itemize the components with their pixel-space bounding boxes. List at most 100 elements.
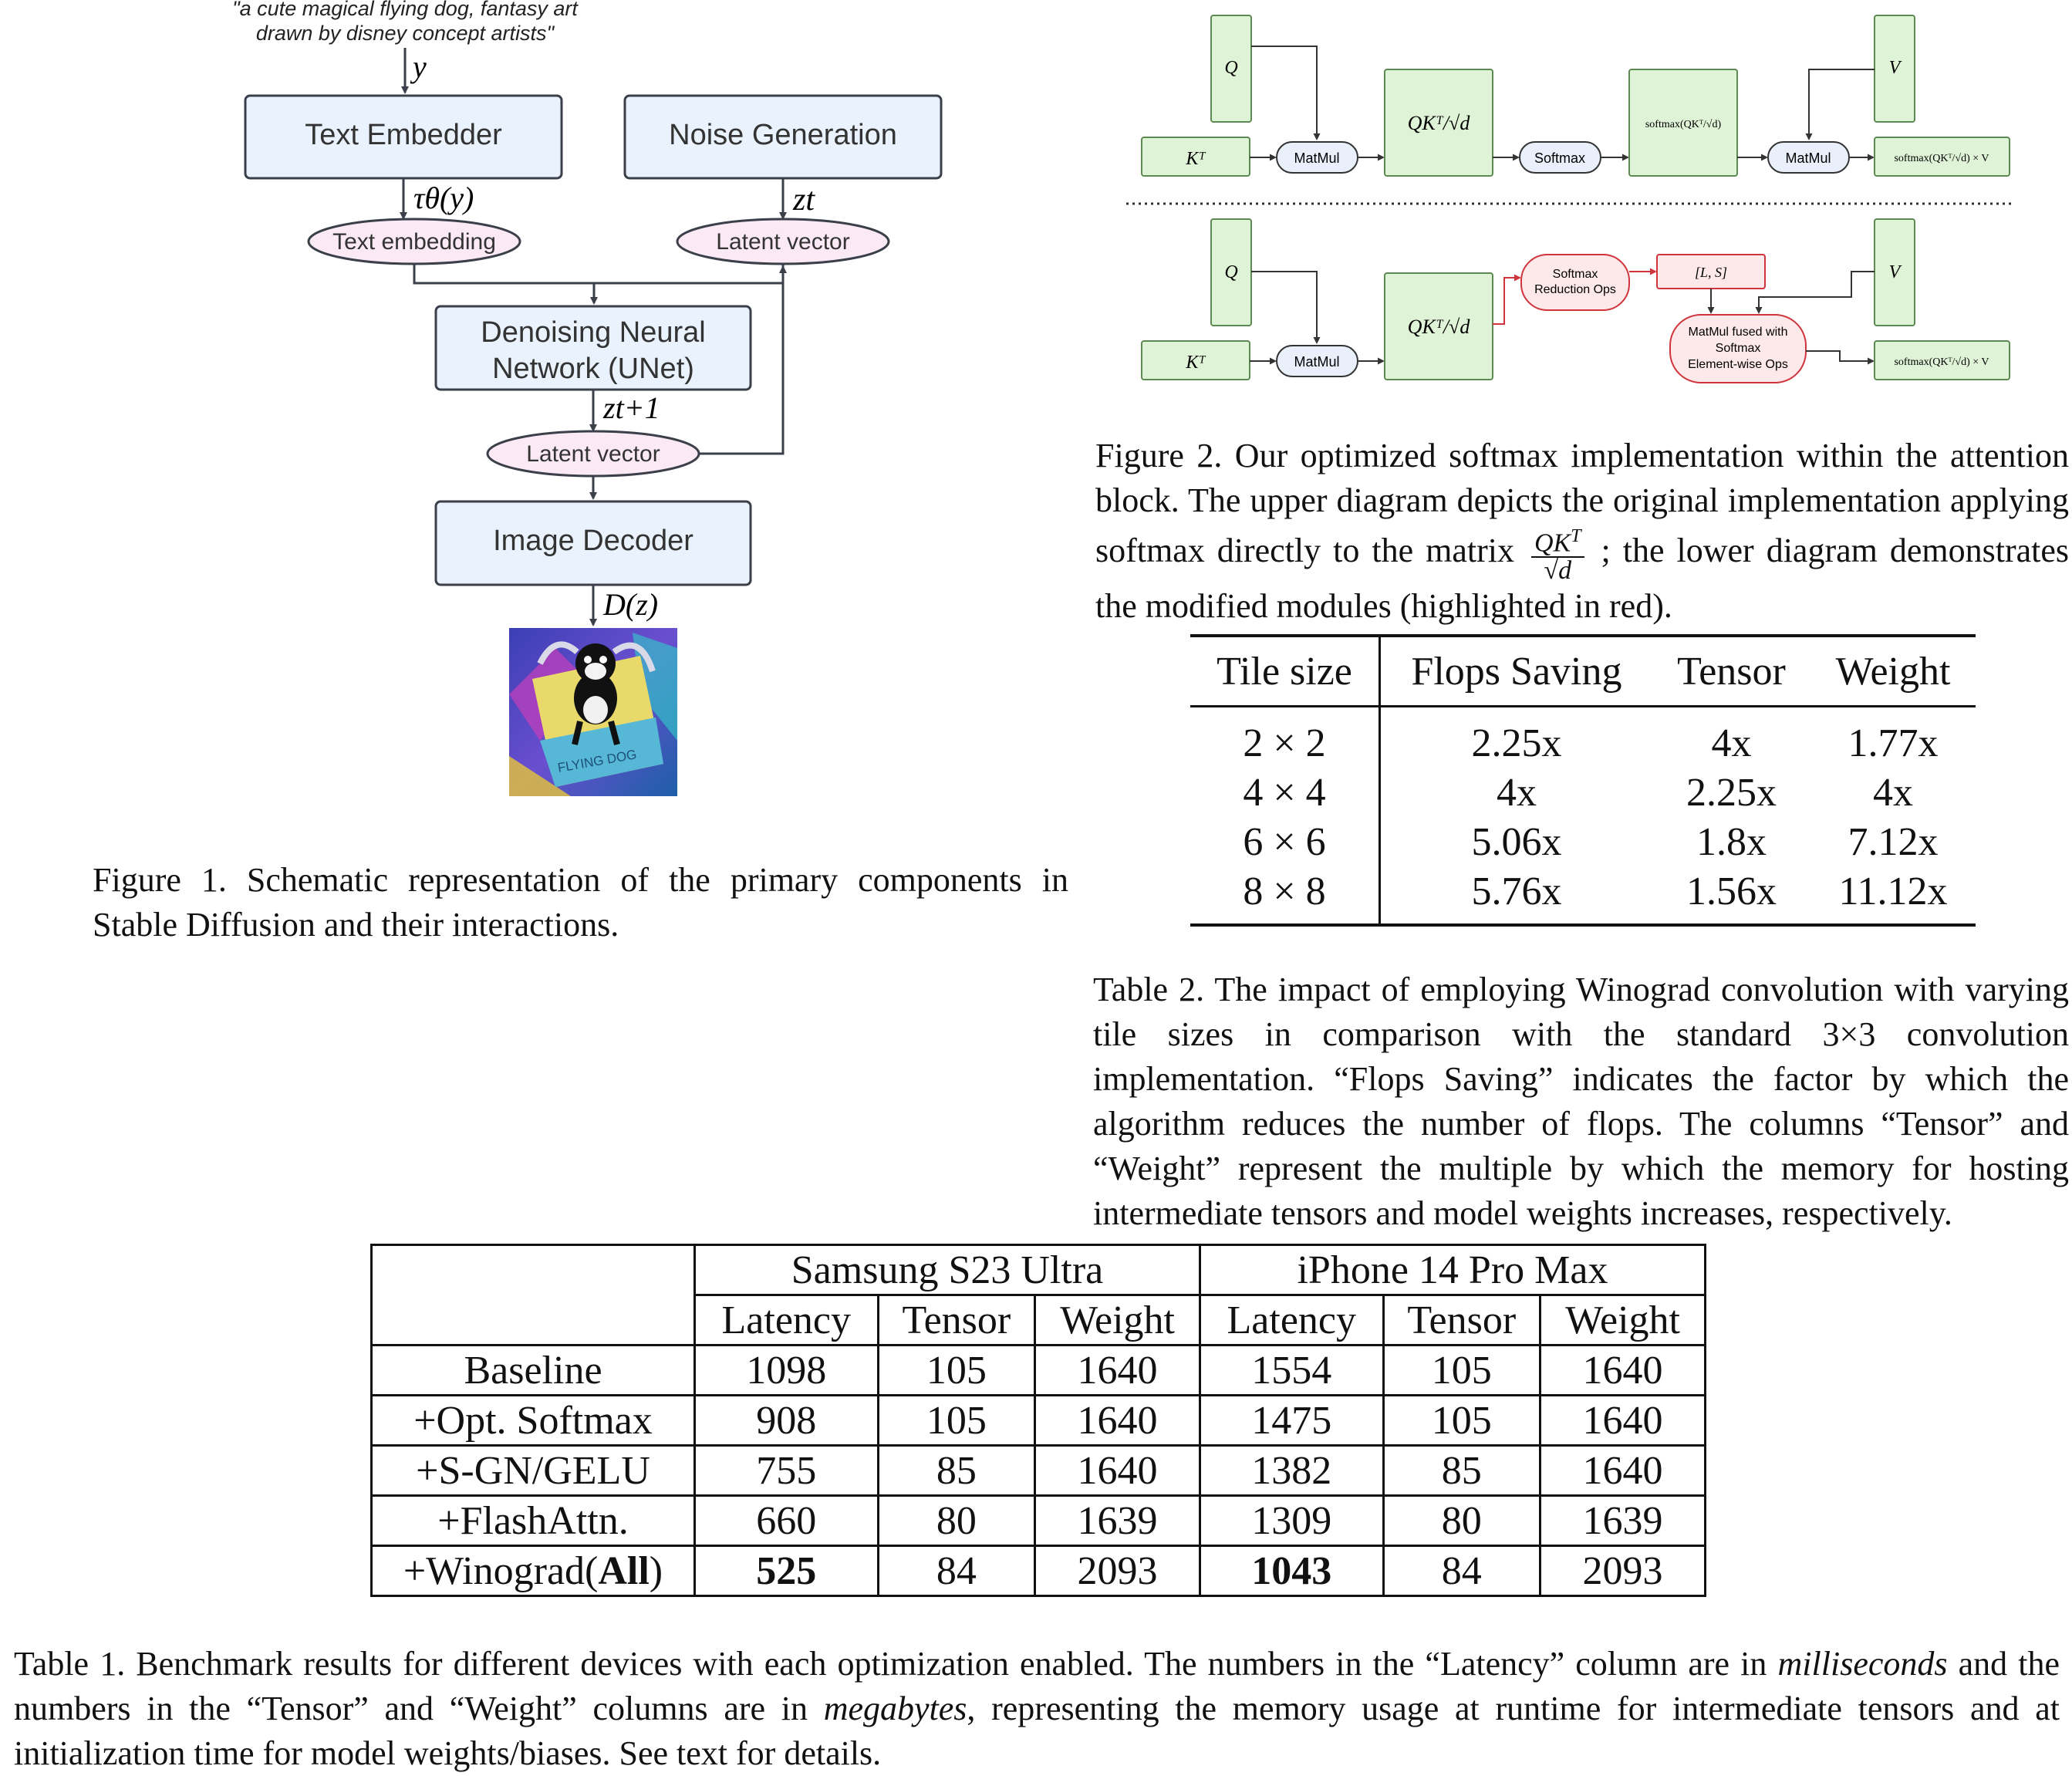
table2-cell: 5.06x — [1471, 819, 1562, 864]
figure2-caption: Figure 2. Our optimized softmax implemen… — [1095, 434, 2069, 629]
top-matmul1-label: MatMul — [1294, 150, 1339, 166]
table-row: 4 × 4 4x 2.25x 4x — [1190, 768, 1976, 817]
table1-cell: 908 — [693, 1394, 879, 1447]
figure1-diagram: "a cute magical flying dog, fantasy art … — [232, 0, 943, 796]
top-kt-label: Kᵀ — [1185, 149, 1206, 169]
table1-cell-best: 525 — [693, 1545, 879, 1597]
label-pre: +Winograd( — [403, 1548, 599, 1593]
dz-label: D(z) — [602, 587, 658, 622]
table2-caption: Table 2. The impact of employing Winogra… — [1093, 971, 2069, 1232]
table1-cell: 1639 — [1539, 1494, 1706, 1547]
table1-group-iphone: iPhone 14 Pro Max — [1198, 1244, 1707, 1296]
image-decoder-label: Image Decoder — [493, 525, 693, 557]
table1-cell: 80 — [1382, 1494, 1542, 1547]
table1-cell: 105 — [876, 1344, 1037, 1396]
bottom-output-box — [1874, 340, 2010, 380]
top-q-label: Q — [1224, 58, 1237, 78]
table1-cell: 1309 — [1198, 1494, 1385, 1547]
table2-cell: 4 × 4 — [1190, 768, 1381, 817]
zt-label: zt — [792, 182, 815, 218]
bottom-qkt-box — [1384, 272, 1493, 380]
softmax-reduction-box — [1520, 254, 1630, 311]
unet-label-line2: Network (UNet) — [492, 353, 694, 385]
top-softmax-label: Softmax — [1534, 150, 1585, 166]
table-row: 6 × 6 5.06x 1.8x 7.12x — [1190, 817, 1976, 866]
table2-cell: 1.77x — [1848, 721, 1939, 765]
table1-cell: 1382 — [1198, 1444, 1385, 1497]
table1-row-label: +Opt. Softmax — [370, 1394, 696, 1447]
top-q-box — [1210, 15, 1252, 123]
latent-vector-mid-label: Latent vector — [526, 441, 660, 467]
matmul-fused-line3: Element-wise Ops — [1688, 358, 1788, 371]
table1-cell: 105 — [876, 1394, 1037, 1447]
bottom-q-label: Q — [1224, 262, 1237, 282]
table1-sub-header: Weight — [1539, 1294, 1706, 1346]
table1-cell: 2093 — [1034, 1545, 1201, 1597]
table2-cell: 11.12x — [1838, 869, 1948, 913]
table-row: +S-GN/GELU 755 85 1640 1382 85 1640 — [370, 1444, 1706, 1497]
table2-cell: 2 × 2 — [1190, 706, 1381, 768]
table2-cell: 8 × 8 — [1190, 866, 1381, 925]
table2-cell: 4x — [1496, 770, 1537, 815]
table2-header-weight: Weight — [1835, 649, 1951, 694]
table1-sub-header: Tensor — [1382, 1294, 1542, 1346]
table1-caption-em2: megabytes — [823, 1690, 967, 1727]
text-embedding-label: Text embedding — [332, 229, 496, 255]
table1-cell: 84 — [1382, 1545, 1542, 1597]
table1-sub-header: Latency — [1198, 1294, 1385, 1346]
table1-cell: 1640 — [1539, 1444, 1706, 1497]
table1-row-label: +FlashAttn. — [370, 1494, 696, 1547]
label-post: ) — [649, 1548, 663, 1593]
table1-sub-header: Tensor — [876, 1294, 1037, 1346]
top-qkt-label: QKᵀ/√d — [1408, 112, 1471, 134]
unet-label-line1: Denoising Neural — [481, 316, 706, 349]
table2-cell: 6 × 6 — [1190, 817, 1381, 866]
table1-corner-cell — [370, 1244, 696, 1346]
tau-label: τθ(y) — [413, 181, 474, 215]
table1-cell: 1554 — [1198, 1344, 1385, 1396]
figure2-bottom-diagram: Q Kᵀ MatMul QKᵀ/√d Softmax Reduction Ops… — [1141, 218, 2010, 383]
table1-group-samsung: Samsung S23 Ultra — [693, 1244, 1201, 1296]
bottom-kt-label: Kᵀ — [1185, 353, 1206, 373]
table1-cell: 755 — [693, 1444, 879, 1497]
top-matmul2-label: MatMul — [1785, 150, 1831, 166]
table-row: Baseline 1098 105 1640 1554 105 1640 — [370, 1344, 1706, 1396]
figure2-top-diagram: Q Kᵀ MatMul QKᵀ/√d Softmax softmax(QKᵀ/√… — [1141, 15, 2010, 177]
softmax-reduction-line1: Softmax — [1553, 268, 1598, 281]
figure2-caption-pre: Figure 2. Our optimized softmax implemen… — [1095, 437, 2069, 569]
y-label: y — [410, 49, 427, 84]
table-row: 8 × 8 5.76x 1.56x 11.12x — [1190, 866, 1976, 925]
table1-cell: 1640 — [1034, 1344, 1201, 1396]
table2-cell: 1.56x — [1686, 869, 1777, 913]
figure2-diagram: Q Kᵀ MatMul QKᵀ/√d Softmax softmax(QKᵀ/√… — [1126, 15, 2013, 383]
table1-cell: 1639 — [1034, 1494, 1201, 1547]
matmul-fused-line1: MatMul fused with — [1689, 326, 1788, 339]
table1-cell: 1475 — [1198, 1394, 1385, 1447]
table1-row-label: +Winograd(All) — [370, 1545, 696, 1597]
table2-header-flops: Flops Saving — [1411, 649, 1622, 694]
top-softmax-box-label: softmax(QKᵀ/√d) — [1645, 119, 1722, 130]
table1-cell: 85 — [876, 1444, 1037, 1497]
table1-cell: 1640 — [1034, 1444, 1201, 1497]
bottom-v-label: V — [1889, 262, 1902, 282]
table1-row-label: +S-GN/GELU — [370, 1444, 696, 1497]
latent-vector-top-label: Latent vector — [716, 229, 849, 255]
table1: Samsung S23 Ultra iPhone 14 Pro Max Late… — [370, 1244, 1707, 1597]
table2-header-tensor: Tensor — [1677, 649, 1786, 694]
prompt-line-2: drawn by disney concept artists" — [256, 22, 555, 45]
table1-cell: 80 — [876, 1494, 1037, 1547]
table2: Tile size Flops Saving Tensor Weight 2 ×… — [1190, 634, 1976, 927]
table1-sub-header: Weight — [1034, 1294, 1201, 1346]
noise-generation-label: Noise Generation — [669, 119, 897, 151]
top-qkt-box — [1384, 69, 1493, 177]
matmul-fused-line2: Softmax — [1716, 342, 1761, 355]
table2-cell: 5.76x — [1471, 869, 1562, 913]
text-embedder-label: Text Embedder — [305, 119, 502, 151]
top-output-box — [1874, 137, 2010, 177]
table-row: +FlashAttn. 660 80 1639 1309 80 1639 — [370, 1494, 1706, 1547]
table1-caption: Table 1. Benchmark results for different… — [14, 1642, 2060, 1776]
table1-cell: 1640 — [1539, 1344, 1706, 1396]
label-bold: All — [598, 1548, 650, 1593]
table1-cell: 660 — [693, 1494, 879, 1547]
bottom-qkt-label: QKᵀ/√d — [1408, 316, 1471, 338]
